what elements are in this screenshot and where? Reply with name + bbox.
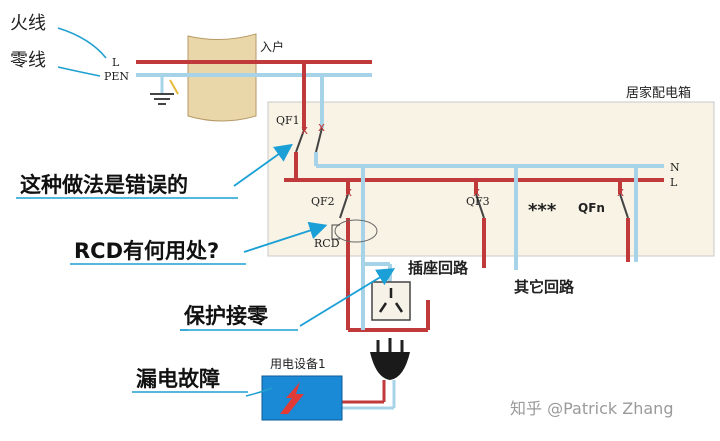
plug-icon	[370, 352, 410, 380]
callout-rcd: RCD有何用处?	[74, 239, 219, 263]
svg-text:x: x	[318, 120, 325, 134]
other-circuits-label: 其它回路	[514, 278, 575, 296]
qfn-label: QFn	[578, 201, 605, 215]
device-box	[261, 375, 343, 421]
svg-text:x: x	[301, 123, 308, 137]
neutral-wire-label: 零线	[10, 50, 46, 71]
qf2-label: QF2	[311, 195, 335, 208]
svg-text:x: x	[617, 185, 624, 199]
socket-circuit-label: 插座回路	[408, 259, 469, 277]
entry-wall	[187, 33, 257, 122]
rcd-label: RCD	[314, 237, 340, 250]
dots-label: ***	[528, 200, 557, 221]
rcd-ring	[334, 219, 378, 243]
live-wire-label: 火线	[10, 13, 46, 34]
svg-text:x: x	[345, 185, 352, 199]
device-label: 用电设备1	[270, 357, 326, 371]
ground-icon	[150, 75, 179, 105]
n-label: N	[670, 161, 680, 174]
l-top-label: L	[112, 56, 120, 69]
callout-leakage: 漏电故障	[136, 367, 220, 391]
lightning-icon	[280, 382, 304, 414]
qf3-label: QF3	[466, 195, 490, 208]
pen-label: PEN	[104, 70, 129, 83]
callout-pen: 保护接零	[183, 304, 269, 328]
box-title: 居家配电箱	[626, 85, 691, 101]
svg-text:x: x	[473, 185, 480, 199]
socket-icon	[371, 281, 411, 321]
switch-icon	[295, 129, 305, 153]
l-label: L	[670, 176, 678, 189]
watermark: 知乎 @Patrick Zhang	[510, 399, 673, 418]
qf1-label: QF1	[276, 114, 300, 127]
entry-label: 入户	[260, 39, 284, 54]
callout-wrong: 这种做法是错误的	[20, 173, 188, 197]
